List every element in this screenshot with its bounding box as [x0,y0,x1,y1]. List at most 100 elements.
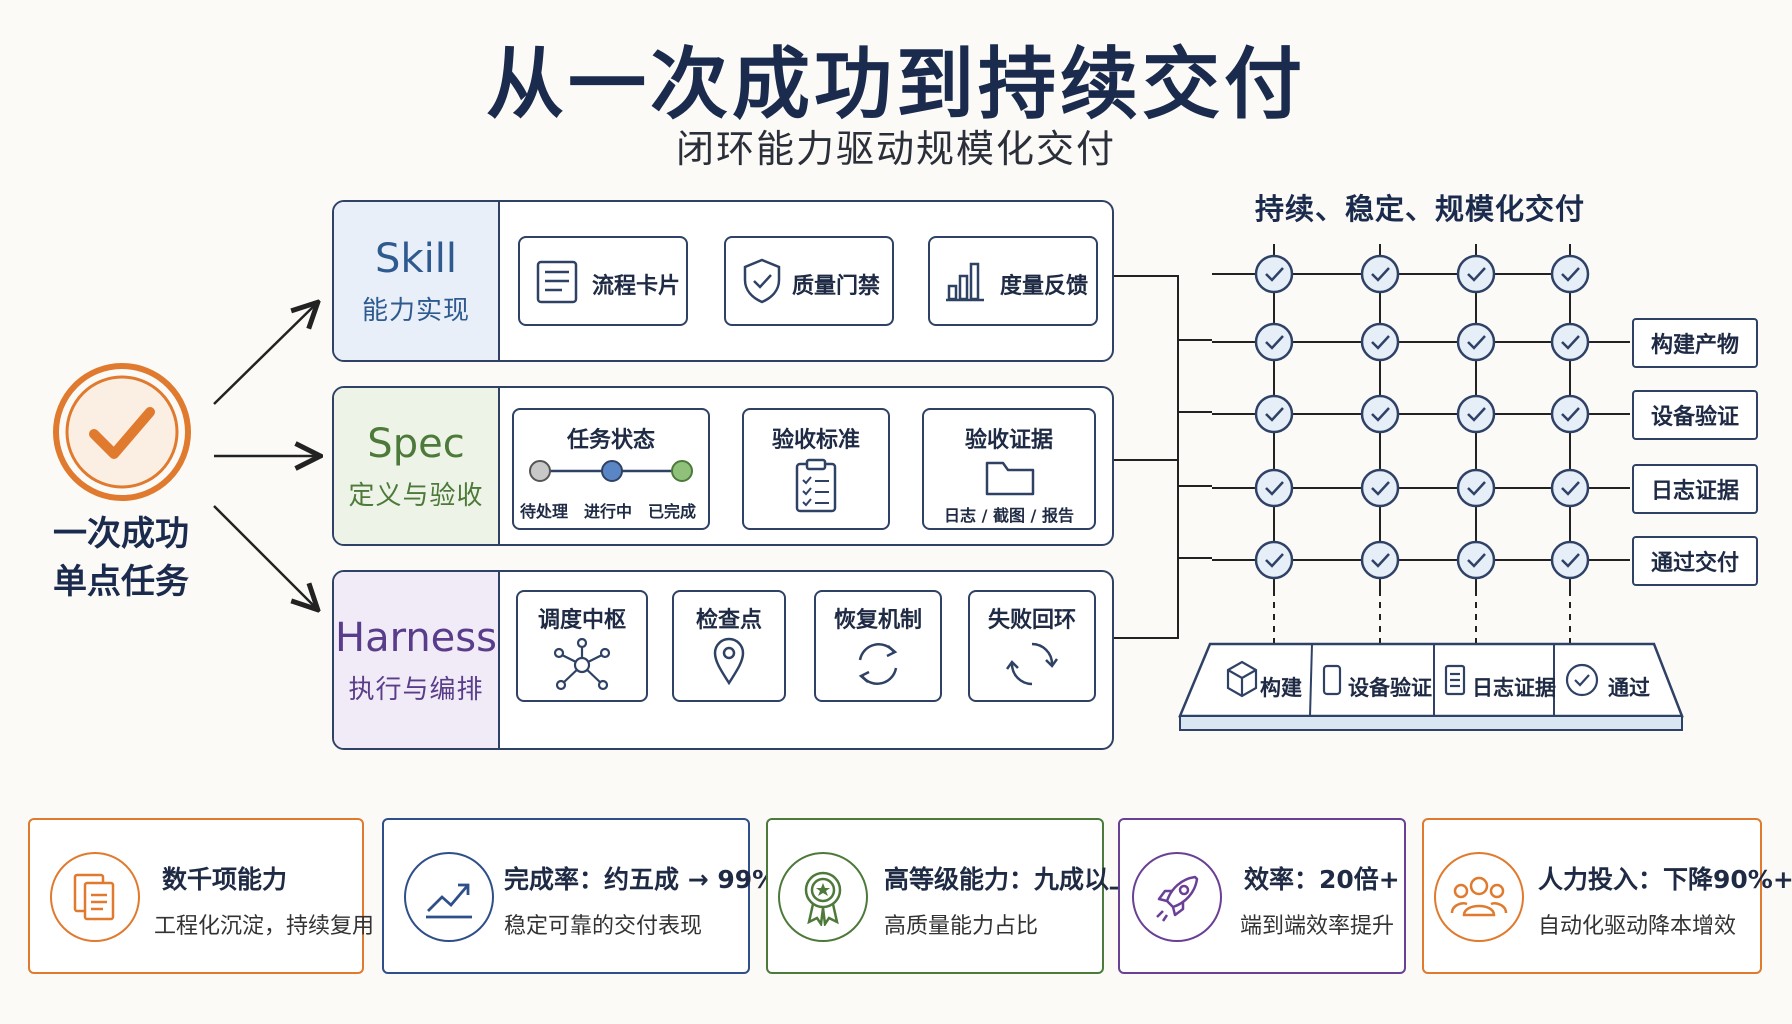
harness-step-checkpoint: 检查点 [672,590,786,702]
grid-check-node [1360,468,1400,508]
grid-check-node [1360,322,1400,362]
trend-up-icon [404,852,494,942]
harness-step-label: 调度中枢 [537,608,626,633]
output-log-evidence: 日志证据 [1632,464,1758,514]
output-build-artifact: 构建产物 [1632,318,1758,368]
evidence-label: 验收证据 [964,428,1053,453]
skill-step-label: 流程卡片 [592,274,681,299]
harness-step-failure-loop: 失败回环 [968,590,1096,702]
platform-log-label: 日志证据 [1472,676,1556,700]
page-subtitle: 闭环能力驱动规模化交付 [675,127,1116,171]
stat-card-completion: 完成率：约五成 → 99%+ 稳定可靠的交付表现 [382,818,798,974]
grid-check-node [1254,468,1294,508]
skill-step-quality-gate: 质量门禁 [724,236,894,326]
harness-panel: Harness 执行与编排 调度中枢 检查点 恢复机制 [332,570,1114,750]
grid-check-node [1456,394,1496,434]
grid-check-node [1360,540,1400,580]
spec-panel: Spec 定义与验收 任务状态 待处理 进行中 已完成 验收标准 验收证据 日志… [332,386,1114,546]
task-state-label: 任务状态 [566,428,655,453]
grid-check-node [1456,322,1496,362]
output-device-verify: 设备验证 [1632,390,1758,440]
stat-sub: 稳定可靠的交付表现 [504,914,703,939]
spec-criteria-box: 验收标准 [742,408,890,530]
rocket-icon [1132,852,1222,942]
evidence-types: 日志 / 截图 / 报告 [944,506,1074,525]
success-check-icon [53,363,191,501]
skill-step-label: 质量门禁 [792,274,881,299]
stat-sub: 工程化沉淀，持续复用 [154,914,375,939]
grid-check-node [1254,322,1294,362]
grid-check-node [1456,468,1496,508]
grid-check-node [1550,394,1590,434]
platform-device-label: 设备验证 [1348,676,1432,700]
skill-sub: 能力实现 [361,295,470,326]
single-task-line1: 一次成功 [53,514,189,554]
state-pending-label: 待处理 [520,502,569,521]
grid-check-node [1550,254,1590,294]
delivery-title: 持续、稳定、规模化交付 [1254,192,1585,226]
skill-step-metrics: 度量反馈 [928,236,1098,326]
output-delivered: 通过交付 [1632,536,1758,586]
grid-check-node [1456,254,1496,294]
stat-card-capabilities: 数千项能力 工程化沉淀，持续复用 [28,818,374,974]
state-done-label: 已完成 [648,502,697,521]
skill-panel-head: Skill 能力实现 [334,202,500,360]
grid-check-node [1550,540,1590,580]
stat-card-manpower: 人力投入：下降90%+ 自动化驱动降本增效 [1422,818,1792,974]
clipboard-checklist-icon [795,458,837,513]
grid-check-node [1550,322,1590,362]
harness-sub: 执行与编排 [348,674,484,705]
document-stack-icon [50,852,140,942]
delivery-platform [1178,642,1684,731]
state-dot-done [671,460,693,482]
platform-build-label: 构建 [1260,676,1302,700]
skill-name: Skill [375,235,457,282]
harness-panel-head: Harness 执行与编排 [334,572,500,748]
criteria-label: 验收标准 [771,428,860,453]
stat-title: 效率：20倍+ [1244,865,1400,894]
skill-step-label: 度量反馈 [1000,274,1089,299]
stat-title: 完成率：约五成 → 99%+ [504,865,799,894]
harness-name: Harness [335,614,497,661]
location-pin-icon [713,637,745,686]
state-progress-track [529,460,693,482]
loop-arrows-icon [1006,642,1058,686]
grid-check-node [1254,540,1294,580]
stat-sub: 自动化驱动降本增效 [1538,914,1737,939]
grid-check-node [1360,254,1400,294]
single-task-line2: 单点任务 [53,562,189,602]
stat-title: 高等级能力：九成以上 [884,865,1135,894]
stat-title: 数千项能力 [162,865,288,894]
grid-check-node [1360,394,1400,434]
harness-step-scheduler: 调度中枢 [516,590,648,702]
network-hub-icon [553,638,611,691]
bar-chart-icon [946,262,984,302]
spec-evidence-box: 验收证据 日志 / 截图 / 报告 [922,408,1096,530]
harness-step-label: 恢复机制 [833,608,922,633]
spec-panel-head: Spec 定义与验收 [334,388,500,544]
state-dot-pending [529,460,551,482]
stat-card-high-grade: 高等级能力：九成以上 高质量能力占比 [766,818,1134,974]
grid-check-node [1456,540,1496,580]
shield-check-icon [743,258,781,304]
refresh-cycle-icon [858,643,898,685]
stat-sub: 高质量能力占比 [884,914,1039,939]
grid-check-node [1550,468,1590,508]
state-dot-in-progress [601,460,623,482]
harness-step-label: 检查点 [695,608,762,633]
spec-name: Spec [367,420,465,467]
spec-task-state-box: 任务状态 待处理 进行中 已完成 [512,408,710,530]
grid-check-node [1254,254,1294,294]
skill-step-flow-card: 流程卡片 [518,236,688,326]
grid-check-node [1254,394,1294,434]
single-task-label: 一次成功 单点任务 [36,510,206,606]
skill-panel: Skill 能力实现 流程卡片 质量门禁 度量反馈 [332,200,1114,362]
state-in-progress-label: 进行中 [584,502,633,521]
folder-icon [985,461,1035,496]
page-title: 从一次成功到持续交付 [485,39,1306,130]
spec-sub: 定义与验收 [348,480,484,511]
award-badge-icon [778,852,868,942]
people-group-icon [1434,852,1524,942]
harness-step-recovery: 恢复机制 [814,590,942,702]
